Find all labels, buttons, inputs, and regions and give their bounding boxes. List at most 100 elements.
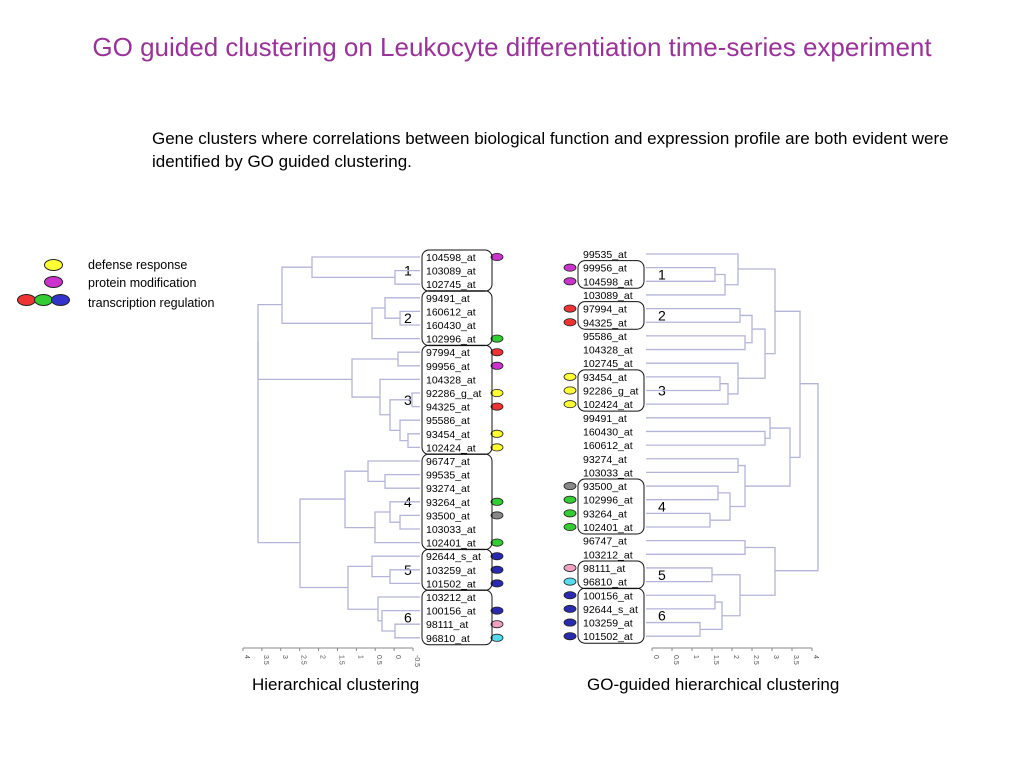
gene-label: 95586_at <box>583 331 627 343</box>
defense-annotation-icon <box>490 443 504 452</box>
gene-label: 102424_at <box>583 399 633 411</box>
gene-label: 100156_at <box>426 606 476 618</box>
gene-label: 101502_at <box>583 631 633 643</box>
gene-label: 98111_at <box>426 619 468 631</box>
gene-label: 104598_at <box>426 252 476 264</box>
blue-annotation-icon <box>563 604 577 613</box>
cluster-box <box>577 369 645 412</box>
cluster-box <box>577 587 645 644</box>
cluster-box <box>577 478 645 535</box>
branch <box>367 460 420 483</box>
description-text: Gene clusters where correlations between… <box>152 129 949 171</box>
grey-annotation-icon <box>490 511 504 520</box>
axis-tick-label: 1 <box>356 655 363 659</box>
branch <box>646 621 701 637</box>
branch <box>745 427 791 487</box>
gene-label: 99956_at <box>583 263 627 275</box>
branch <box>646 485 719 501</box>
protein-modification-swatch <box>44 276 63 288</box>
branch <box>299 498 348 589</box>
cluster-box <box>577 301 645 330</box>
gene-label: 92644_s_at <box>583 604 638 616</box>
blue-annotation-icon <box>490 565 504 574</box>
gene-label: 99535_at <box>426 470 470 482</box>
blue-annotation-icon <box>490 606 504 615</box>
cluster-number: 5 <box>658 567 666 583</box>
pink-annotation-icon <box>563 563 577 572</box>
branch <box>347 565 378 610</box>
gene-label: 103033_at <box>583 467 633 479</box>
gene-label: 92286_g_at <box>426 388 482 400</box>
blue-annotation-icon <box>563 618 577 627</box>
branch <box>740 314 753 344</box>
gene-label: 100156_at <box>583 590 633 602</box>
branch <box>407 433 420 449</box>
protein-annotation-icon <box>563 263 577 272</box>
gene-label: 102401_at <box>583 522 633 534</box>
gene-label: 95586_at <box>426 415 470 427</box>
red-annotation-icon <box>490 348 504 357</box>
legend-label-transcription: transcription regulation <box>88 296 215 310</box>
gene-label: 94325_at <box>583 317 627 329</box>
defense-annotation-icon <box>490 388 504 397</box>
gene-label: 97994_at <box>583 304 627 316</box>
defense-annotation-icon <box>563 386 577 395</box>
gene-label: 96810_at <box>583 577 627 589</box>
axis-tick-label: 2 <box>732 655 739 659</box>
branch <box>377 596 420 622</box>
gene-label: 92644_s_at <box>426 551 481 563</box>
axis-tick-label: -0.5 <box>413 655 420 667</box>
cluster-number: 2 <box>658 307 666 323</box>
red-annotation-icon <box>563 318 577 327</box>
gene-label: 160612_at <box>583 440 633 452</box>
left-caption: Hierarchical clustering <box>252 675 420 694</box>
branch <box>738 268 776 355</box>
gene-label: 160430_at <box>583 426 633 438</box>
green-annotation-icon <box>490 334 504 343</box>
gene-label: 93454_at <box>426 429 470 441</box>
blue-annotation-icon <box>563 632 577 641</box>
axis-tick-label: 0.5 <box>375 655 382 665</box>
axis-tick-label: 0 <box>652 655 659 659</box>
gene-label: 93264_at <box>426 497 470 509</box>
gene-label: 93274_at <box>583 454 627 466</box>
branch <box>344 470 375 529</box>
branch <box>351 358 398 398</box>
branch <box>257 342 300 544</box>
cyan-annotation-icon <box>563 577 577 586</box>
axis-tick-label: 1.5 <box>712 655 719 665</box>
cyan-annotation-icon <box>490 633 504 642</box>
branch <box>397 351 420 367</box>
branch <box>646 594 716 610</box>
gene-label: 99535_at <box>583 249 627 261</box>
gene-label: 96747_at <box>583 536 627 548</box>
branch <box>646 335 746 351</box>
axis-tick-label: 3.5 <box>262 655 269 665</box>
gene-label: 103212_at <box>426 592 476 604</box>
cluster-number: 6 <box>658 608 666 624</box>
red-annotation-icon <box>563 304 577 313</box>
gene-label: 104328_at <box>583 345 633 357</box>
branch <box>712 574 741 617</box>
branch <box>399 419 420 442</box>
branch <box>394 623 420 639</box>
gene-label: 103259_at <box>426 565 476 577</box>
blue-annotation-icon <box>490 552 504 561</box>
branch <box>399 514 420 530</box>
gene-label: 102996_at <box>426 334 476 346</box>
transcription-blue-swatch <box>51 294 70 306</box>
axis-tick-label: 3 <box>281 655 288 659</box>
protein-annotation-icon <box>563 277 577 286</box>
branch <box>384 297 420 319</box>
pink-annotation-icon <box>490 620 504 629</box>
legend-label-defense: defense response <box>88 258 188 272</box>
gene-label: 103212_at <box>583 549 633 561</box>
gene-label: 93500_at <box>583 481 627 493</box>
branch <box>646 266 716 282</box>
branch <box>374 511 420 544</box>
axis-tick-label: 3 <box>772 655 779 659</box>
gene-label: 102424_at <box>426 442 476 454</box>
branch <box>371 307 420 340</box>
blue-annotation-icon <box>563 591 577 600</box>
